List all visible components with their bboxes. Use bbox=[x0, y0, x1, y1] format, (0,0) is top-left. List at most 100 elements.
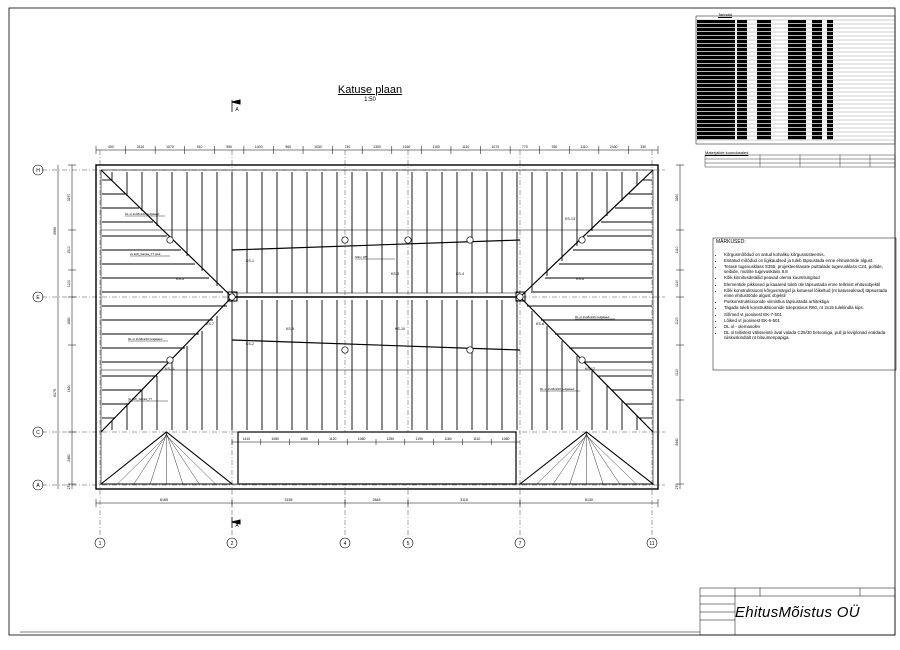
schedule-cell bbox=[788, 96, 806, 100]
schedule-cell bbox=[757, 92, 771, 96]
post bbox=[466, 346, 474, 354]
schedule-cell bbox=[812, 44, 822, 48]
schedule-cell bbox=[812, 72, 822, 76]
callout-label: 2x EW_Sarika_T7 pikk. bbox=[130, 252, 161, 256]
schedule-cell bbox=[757, 84, 771, 88]
dimension-label: 2480 bbox=[67, 454, 71, 462]
note-item: Sõlmed vt joonisest EK-7-501 bbox=[724, 312, 896, 318]
schedule-cell bbox=[788, 108, 806, 112]
schedule-cell bbox=[757, 104, 771, 108]
schedule-cell bbox=[757, 88, 771, 92]
schedule-cell bbox=[757, 24, 771, 28]
schedule-cell bbox=[757, 80, 771, 84]
dimension-label: 3270 bbox=[67, 194, 71, 202]
schedule-table bbox=[695, 15, 896, 145]
dimension-label: 1680 bbox=[67, 317, 71, 325]
schedule-cell bbox=[757, 36, 771, 40]
schedule-cell bbox=[812, 56, 822, 60]
dimension-label: 6175 bbox=[53, 389, 57, 397]
schedule-cell bbox=[697, 72, 735, 76]
schedule-cell bbox=[737, 84, 747, 88]
dimension-label: 3115 bbox=[460, 498, 468, 502]
schedule-cell bbox=[697, 104, 735, 108]
beam-label: KS-11 bbox=[165, 367, 175, 371]
roof-outline bbox=[95, 164, 659, 490]
schedule-cell bbox=[827, 116, 833, 120]
note-item: Esitatud mõõdud on ligikaudsed ja tuleb … bbox=[724, 258, 896, 264]
hip-line bbox=[100, 169, 233, 298]
axis-bubble bbox=[226, 537, 238, 549]
schedule-cell bbox=[827, 108, 833, 112]
schedule-cell bbox=[757, 40, 771, 44]
schedule-cell bbox=[737, 28, 747, 32]
schedule-cell bbox=[788, 84, 806, 88]
schedule-cell bbox=[737, 108, 747, 112]
schedule-cell bbox=[757, 56, 771, 60]
notes-frame bbox=[712, 237, 897, 371]
schedule-cell bbox=[812, 48, 822, 52]
drawing-scale: 1:50 bbox=[364, 97, 376, 103]
schedule-cell bbox=[697, 68, 735, 72]
dimension-label: 270 bbox=[675, 484, 679, 490]
post bbox=[166, 356, 174, 364]
schedule-cell bbox=[788, 68, 806, 72]
beam-label: KS-10 bbox=[395, 327, 405, 331]
hip-line bbox=[519, 169, 654, 298]
dimension-label: 330 bbox=[640, 145, 646, 149]
dimension-label: 1080 bbox=[358, 437, 366, 441]
rafter bbox=[586, 435, 637, 485]
dimension-label: 400 bbox=[108, 145, 114, 149]
beam-label: KS-12 bbox=[585, 367, 595, 371]
section-label: A bbox=[235, 107, 239, 113]
schedule-cell bbox=[697, 124, 735, 128]
schedule-cell bbox=[788, 76, 806, 80]
schedule-cell bbox=[827, 40, 833, 44]
beam-label: KS-5 bbox=[176, 277, 184, 281]
schedule-cell bbox=[757, 28, 771, 32]
dimension-label: 1100 bbox=[67, 280, 71, 287]
schedule-cell bbox=[812, 124, 822, 128]
axis-label: E bbox=[36, 295, 40, 301]
rafter bbox=[149, 433, 167, 485]
schedule-cell bbox=[697, 128, 735, 132]
note-item: Tagada tuleb konstruktsioonide tulepüsiv… bbox=[724, 305, 896, 311]
schedule-cell bbox=[827, 24, 833, 28]
schedule-cell bbox=[737, 104, 747, 108]
dimension-label: 1110 bbox=[462, 145, 469, 149]
dimension-label: 1190 bbox=[416, 437, 423, 441]
axis-label: H bbox=[36, 168, 40, 174]
rafter bbox=[586, 434, 620, 485]
post bbox=[228, 293, 236, 301]
axis-label: 5 bbox=[407, 541, 410, 547]
dimension-label: 1030 bbox=[314, 145, 322, 149]
schedule-cell bbox=[697, 52, 735, 56]
schedule-cell bbox=[737, 64, 747, 68]
post bbox=[341, 346, 349, 354]
schedule-cell bbox=[788, 24, 806, 28]
schedule-cell bbox=[788, 20, 806, 24]
schedule-cell bbox=[812, 132, 822, 136]
schedule-cell bbox=[737, 128, 747, 132]
schedule-cell bbox=[827, 84, 833, 88]
schedule-cell bbox=[737, 136, 747, 140]
dimension-label: 1120 bbox=[675, 317, 679, 324]
schedule-cell bbox=[697, 100, 735, 104]
rafter bbox=[166, 435, 216, 485]
schedule-cell bbox=[757, 44, 771, 48]
schedule-cell bbox=[812, 120, 822, 124]
schedule-cell bbox=[788, 88, 806, 92]
schedule-cell bbox=[788, 32, 806, 36]
schedule-cell bbox=[812, 60, 822, 64]
axis-label: C bbox=[36, 430, 40, 436]
section-arrow bbox=[231, 519, 241, 525]
dimension-label: 1250 bbox=[387, 437, 395, 441]
dimension-label: 1420 bbox=[67, 385, 71, 393]
note-item: Elementide pikkused ja kaaared tuleb üle… bbox=[724, 282, 896, 288]
schedule-cell bbox=[812, 80, 822, 84]
support-block bbox=[227, 291, 238, 302]
beam-label: KS-4 bbox=[456, 272, 464, 276]
schedule-cell bbox=[827, 76, 833, 80]
schedule-cell bbox=[788, 100, 806, 104]
